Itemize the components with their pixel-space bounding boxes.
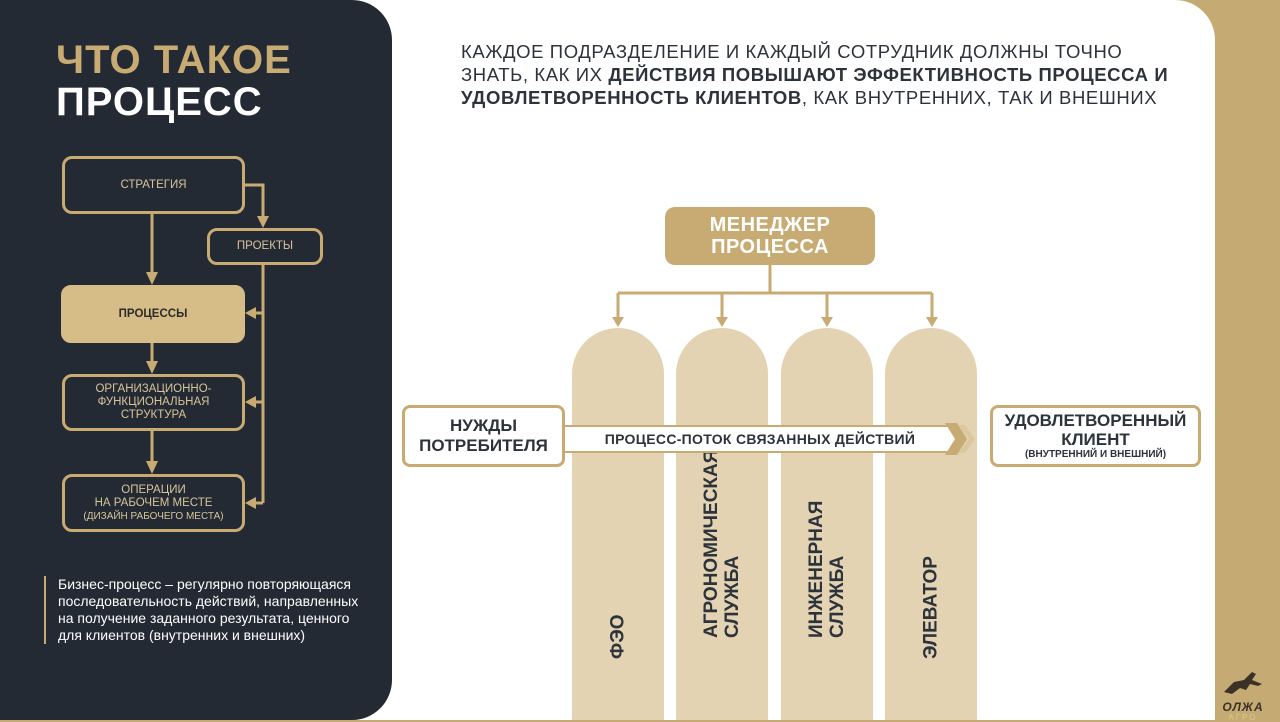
headline-part2: , КАК ВНУТРЕННИХ, ТАК И ВНЕШНИХ <box>801 87 1158 108</box>
definition-note: Бизнес-процесс – регулярно повторяющаяся… <box>44 576 364 644</box>
flow-operations: ОПЕРАЦИИ НА РАБОЧЕМ МЕСТЕ (ДИЗАЙН РАБОЧЕ… <box>62 474 245 532</box>
flow-org-line: ОРГАНИЗАЦИОННО- <box>95 383 212 395</box>
flow-ops-line: (ДИЗАЙН РАБОЧЕГО МЕСТА) <box>83 510 224 522</box>
headline-part1: КАЖДОЕ ПОДРАЗДЕЛЕНИЕ И КАЖДЫЙ СОТРУДНИК … <box>461 41 1123 85</box>
flow-processes-label: ПРОЦЕССЫ <box>118 307 188 320</box>
needs-line: НУЖДЫ <box>450 416 517 435</box>
headline: КАЖДОЕ ПОДРАЗДЕЛЕНИЕ И КАЖДЫЙ СОТРУДНИК … <box>461 40 1191 109</box>
manager-connectors <box>612 265 938 327</box>
client-sub: (ВНУТРЕННИЙ И ВНЕШНИЙ) <box>1024 449 1167 460</box>
satisfied-client-box: УДОВЛЕТВОРЕННЫЙ КЛИЕНТ (ВНУТРЕННИЙ И ВНЕ… <box>990 405 1201 467</box>
headline-bold: ДЕЙСТВИЯ ПОВЫШАЮТ ЭФФЕКТИВНОСТЬ ПРОЦЕССА… <box>461 64 1169 108</box>
chevrons-right-icon <box>945 423 975 455</box>
left-panel <box>0 0 392 720</box>
flow-org-line: ФУНКЦИОНАЛЬНАЯ <box>97 396 210 408</box>
title-line2: ПРОЦЕСС <box>56 80 263 124</box>
column-elevator-label: ЭЛЕВАТОР <box>920 556 942 659</box>
flow-projects-label: ПРОЕКТЫ <box>236 240 294 252</box>
client-line1: УДОВЛЕТВОРЕННЫЙ <box>1004 411 1187 430</box>
consumer-needs-box: НУЖДЫ ПОТРЕБИТЕЛЯ <box>402 405 565 467</box>
column-feo: ФЭО <box>572 328 664 720</box>
manager-line: МЕНЕДЖЕР <box>709 214 831 236</box>
flow-ops-line: НА РАБОЧЕМ МЕСТЕ <box>94 496 213 509</box>
flow-org-structure: ОРГАНИЗАЦИОННО- ФУНКЦИОНАЛЬНАЯ СТРУКТУРА <box>62 374 245 431</box>
flowchart-connectors <box>146 183 269 509</box>
flow-strategy-label: СТРАТЕГИЯ <box>120 178 187 191</box>
flow-projects: ПРОЕКТЫ <box>207 228 323 265</box>
flow-org-line: СТРУКТУРА <box>120 409 187 421</box>
process-flow-band: ПРОЦЕСС-ПОТОК СВЯЗАННЫХ ДЕЙСТВИЙ <box>565 425 957 453</box>
flow-ops-line: ОПЕРАЦИИ <box>121 483 186 496</box>
manager-line: ПРОЦЕССА <box>711 236 829 258</box>
company-logo: ОЛЖА АГРО <box>1212 668 1274 722</box>
client-line2: КЛИЕНТ <box>1061 430 1130 449</box>
flow-strategy: СТРАТЕГИЯ <box>62 156 245 214</box>
flow-processes: ПРОЦЕССЫ <box>61 285 245 343</box>
column-feo-label: ФЭО <box>607 614 629 659</box>
title-line1: ЧТО ТАКОЕ <box>56 38 292 82</box>
needs-line: ПОТРЕБИТЕЛЯ <box>419 436 548 455</box>
horse-rider-icon <box>1224 672 1262 694</box>
column-elevator: ЭЛЕВАТОР <box>885 328 977 720</box>
